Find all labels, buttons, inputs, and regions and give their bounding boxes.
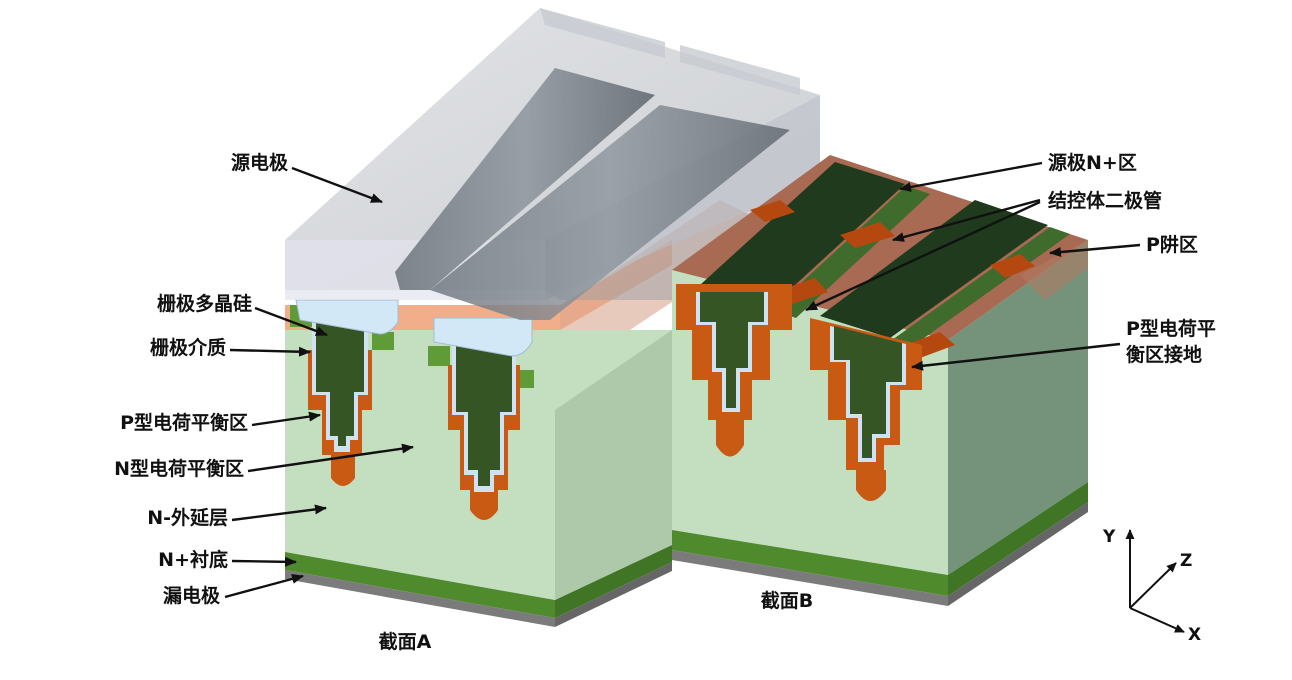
source-electrode-top-edge-2 [680,45,800,95]
n-plus-substrate-front-b [672,530,948,596]
source-n-plus-surface-a3 [428,346,450,366]
arrow-n-charge-balance [247,443,414,473]
arrow-drain-electrode [224,574,304,599]
n-plus-substrate-side-b [948,482,1088,596]
n-plus-substrate-side-a [555,545,672,618]
gate-poly-b2 [834,326,902,458]
p-well-side-extension-b [1020,240,1088,300]
label-section-a: 截面A [379,630,432,653]
source-electrode-top-edge-1 [540,8,665,58]
drain-electrode-front-a [285,570,555,627]
p-surface-block-b2 [840,222,895,248]
p-surface-block-b4 [990,254,1035,278]
arrow-n-plus-substrate [231,556,297,567]
drain-electrode-side-a [555,562,672,627]
dielectric-cap-a2 [433,317,533,357]
arrow-body-diode-1 [892,198,1041,242]
source-electrode-ridge-1 [395,68,655,290]
section-a-block [285,8,820,627]
label-n-plus-substrate: N+衬底 [158,548,228,571]
gate-poly-a2 [456,338,512,486]
arrow-gate-dielectric [229,346,311,357]
arrow-p-charge-balance [251,411,321,427]
label-n-charge-balance: N型电荷平衡区 [114,457,244,480]
n-plus-substrate-front-a [285,552,555,618]
callout-arrows [224,161,1141,599]
source-n-plus-surface-a2 [372,332,394,350]
p-well-green-stripe-b2 [892,227,1070,348]
trench-b1 [676,284,792,457]
label-drain-electrode: 漏电极 [163,584,221,607]
label-p-charge-balance: P型电荷平衡区 [120,411,248,434]
source-n-plus-stripe-b1 [700,162,905,308]
drain-electrode-front-b [672,550,948,606]
axis-label-z: Z [1180,551,1192,571]
axis-label-x: X [1188,625,1201,645]
trench-b2 [810,318,922,501]
label-source-electrode: 源电极 [231,151,289,174]
label-p-ground-line1: P型电荷平 [1126,317,1216,340]
gate-poly-b1 [700,292,764,408]
label-gate-dielectric: 栅极介质 [150,336,226,359]
label-p-well: P阱区 [1146,234,1198,256]
labels: 源电极 栅极多晶硅 栅极介质 P型电荷平衡区 N型电荷平衡区 N-外延层 N+衬… [114,151,1216,653]
drain-electrode-side-b [948,502,1088,606]
label-n-epi: N-外延层 [147,506,228,529]
source-electrode-ridge-2 [430,105,790,320]
trench-a2 [448,338,520,520]
axis-label-y: Y [1102,527,1116,547]
label-p-ground-line2: 衡区接地 [1126,343,1202,366]
label-section-b: 截面B [761,589,813,612]
dielectric-cap-a1 [295,299,399,335]
n-epi-side-face-b [948,240,1088,575]
gate-poly-a1 [316,318,364,446]
x-axis-arrow [1129,607,1185,633]
label-source-n-plus: 源极N+区 [1048,151,1137,174]
label-body-diode: 结控体二极管 [1048,189,1162,212]
n-epi-side-face-a [555,330,672,600]
source-electrode [285,8,820,320]
arrow-gate-poly [254,306,328,337]
z-axis-arrow [1129,562,1177,609]
arrow-source-electrode [291,166,383,204]
source-n-plus-stripe-b2 [820,200,1048,338]
arrow-source-n-plus [899,161,1043,192]
arrow-n-epi [231,504,327,522]
arrow-p-well [1049,243,1141,258]
arrow-body-diode-2 [805,200,1041,312]
label-gate-poly: 栅极多晶硅 [157,292,252,315]
coordinate-axes: Y Z X [1102,527,1201,645]
arrow-p-ground [911,342,1121,371]
trench-a1 [308,318,372,486]
section-b-block [672,155,1088,606]
p-surface-block-b1 [750,200,795,222]
